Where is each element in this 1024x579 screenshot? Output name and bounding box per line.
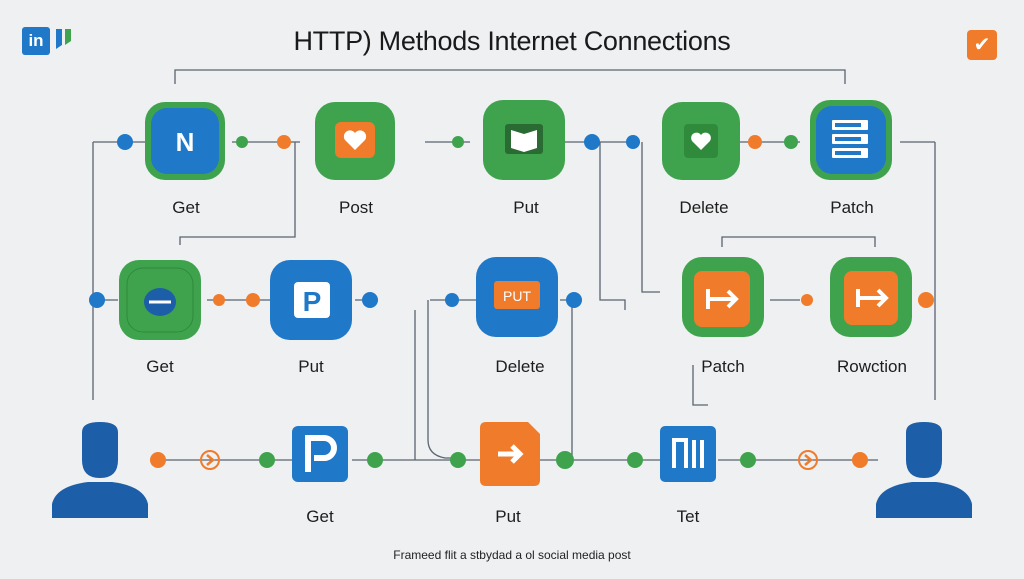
label-row2-patch: Patch [701, 357, 745, 376]
p-letter-icon: P [303, 286, 322, 317]
row1-get-node[interactable]: N [143, 100, 233, 185]
row2-put-node[interactable]: P [268, 258, 358, 343]
svg-text:PUT: PUT [503, 288, 531, 304]
checkmark-icon[interactable]: ✔ [967, 30, 997, 60]
label-row1-patch: Patch [830, 198, 874, 217]
row3-tet-node[interactable] [658, 424, 720, 486]
row3-put-node[interactable] [478, 420, 546, 488]
put-tag-icon [494, 281, 540, 309]
label-row3-put: Put [495, 507, 521, 526]
label-row2-delete: Delete [495, 357, 545, 376]
arrow-right-icon [498, 444, 524, 464]
n-letter-icon: N [176, 127, 195, 157]
label-row1-put: Put [513, 198, 539, 217]
row2-get-node[interactable] [117, 258, 207, 343]
arrow-right-icon [856, 288, 889, 308]
user-right-icon [876, 422, 972, 518]
p-letter-icon [305, 435, 337, 472]
n-bars-icon [672, 438, 704, 468]
label-row1-post: Post [338, 198, 374, 217]
label-row1-get: Get [172, 198, 200, 217]
label-row3-get: Get [306, 507, 334, 526]
row1-patch-node[interactable] [808, 98, 898, 183]
row3-get-node[interactable] [290, 424, 352, 486]
brand-logo: in [22, 27, 50, 55]
row1-post-node[interactable] [313, 100, 403, 185]
arrow-right-icon [706, 289, 739, 309]
row2-delete-node[interactable]: PUT [474, 255, 564, 340]
row1-delete-node[interactable] [660, 100, 750, 185]
label-row1-delete: Delete [679, 198, 729, 217]
label-row3-tet: Tet [676, 507, 700, 526]
brand-mark-icon [56, 29, 71, 49]
label-row2-rowction: Rowction [837, 357, 907, 376]
row1-put-node[interactable] [481, 98, 571, 183]
row2-patch-node[interactable] [680, 255, 770, 340]
row2-rowction-node[interactable] [828, 255, 918, 340]
label-row2-get: Get [146, 357, 174, 376]
user-left-icon [52, 422, 148, 518]
label-row2-put: Put [298, 357, 324, 376]
page-title: HTTP) Methods Internet Connections [293, 26, 731, 56]
footer-caption: Frameed flit a stbydad a ol social media… [393, 548, 631, 562]
